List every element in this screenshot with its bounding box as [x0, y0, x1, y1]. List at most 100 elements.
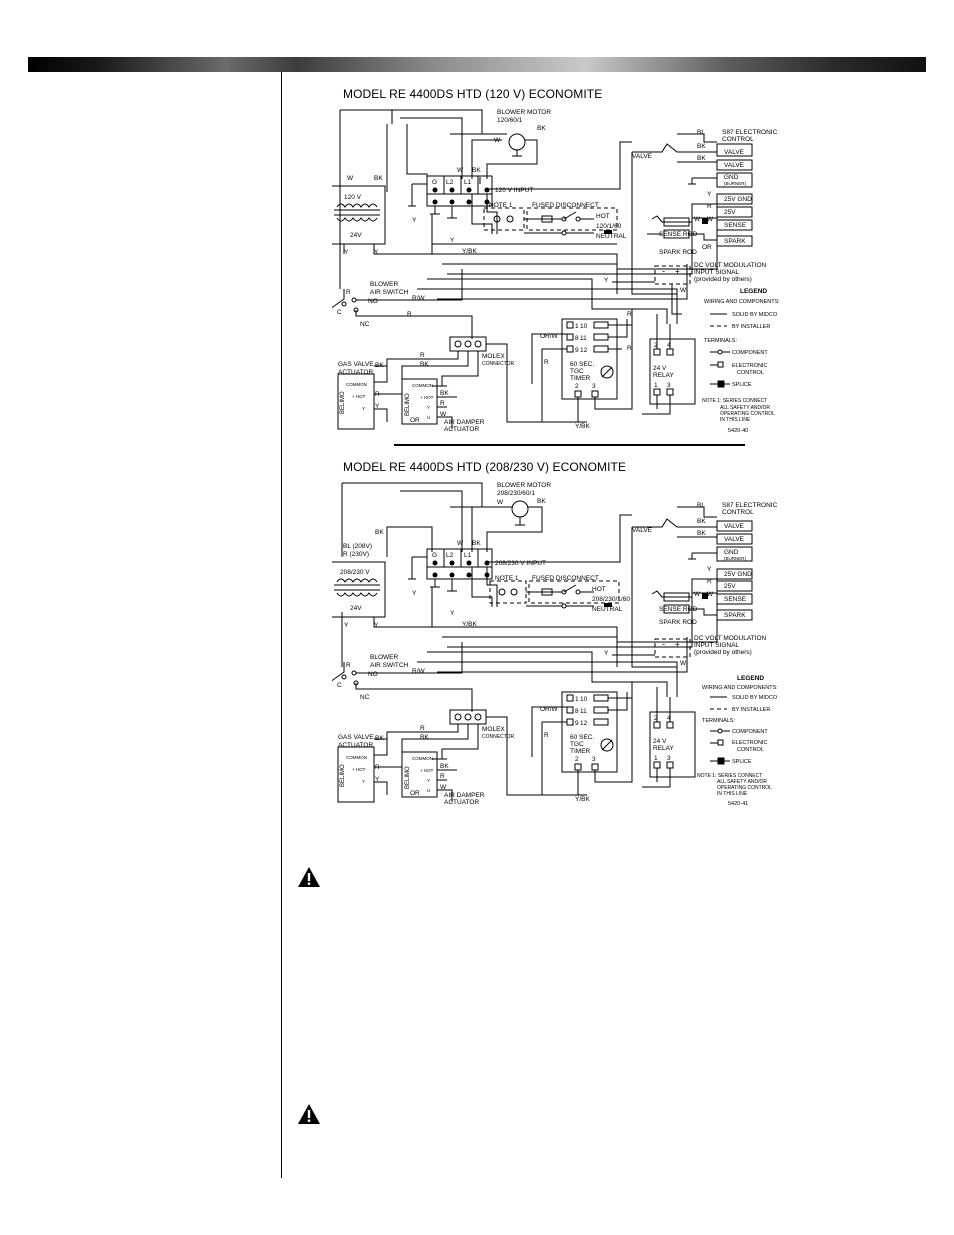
- transformer-secondary: 24V: [350, 605, 362, 612]
- wire-label: BK: [697, 530, 706, 537]
- terminal-25vgnd: 25V GND: [724, 571, 752, 578]
- wire-label: R: [627, 311, 632, 318]
- legend-electronic: CONTROL: [737, 370, 764, 376]
- legend-note: ALL SAFETY AND/OR: [720, 405, 770, 411]
- legend-note: NOTE 1: SERIES CONNECT: [702, 398, 767, 404]
- wire-label: R: [627, 345, 632, 352]
- wire-label: Y: [375, 776, 380, 783]
- input-label: 120 V INPUT: [495, 187, 533, 194]
- s87-label: CONTROL: [722, 136, 754, 143]
- legend-note: IN THIS LINE: [720, 417, 751, 423]
- c-label: C: [337, 309, 342, 316]
- wire-label: R: [346, 289, 351, 296]
- relay-term: 4: [667, 715, 671, 722]
- neutral-label: NEUTRAL: [596, 233, 627, 240]
- timer-term: 8: [575, 708, 579, 715]
- no-label: NO: [368, 671, 378, 678]
- relay-label: RELAY: [653, 745, 674, 752]
- dc-volt-label: DC VOLT MODULATION: [694, 635, 767, 642]
- no-label: NO: [368, 298, 378, 305]
- timer-label: 60 SEC.: [570, 734, 594, 741]
- wire-label: BK: [697, 518, 706, 525]
- wire-label: W: [457, 540, 464, 547]
- terminal-label: G: [432, 552, 437, 559]
- legend-note: OPERATING CONTROL: [717, 785, 772, 791]
- relay-term: 2: [654, 342, 658, 349]
- gas-y-term: Y: [362, 406, 365, 411]
- timer-term: 10: [580, 696, 588, 703]
- timer-term: 2: [575, 756, 579, 763]
- wire-label: W: [694, 591, 701, 598]
- terminal-label: G: [432, 179, 437, 186]
- gas-common-term: COMMON: [346, 755, 367, 760]
- wire-label: R: [375, 391, 380, 398]
- terminal-gnd: GND: [724, 174, 739, 181]
- wire-label: W: [680, 660, 687, 667]
- header-gradient-bar: [28, 57, 926, 72]
- wire-label: BL: [697, 129, 705, 136]
- terminal-sense: SENSE: [724, 222, 747, 229]
- wire-label: BK: [420, 361, 429, 368]
- terminal-spark: SPARK: [724, 612, 746, 619]
- timer-term: 1: [575, 323, 579, 330]
- wire-label: BK: [440, 763, 449, 770]
- wire-label: R: [707, 578, 712, 585]
- relay-label: 24 V: [653, 365, 667, 372]
- wire-label: R: [346, 662, 351, 669]
- timer-label: TIMER: [570, 375, 591, 382]
- wire-label: R: [440, 400, 445, 407]
- timer-term: 11: [580, 335, 587, 342]
- damper-common-term: COMMON: [412, 383, 433, 388]
- spark-rod-label: SPARK ROD: [659, 249, 697, 256]
- wire-label: BK: [375, 529, 384, 536]
- legend-terminals: TERMINALS:: [704, 338, 737, 344]
- wire-label: W: [440, 784, 447, 791]
- timer-label: TIMER: [570, 748, 591, 755]
- wire-label: Y: [375, 403, 380, 410]
- wire-label: Y: [344, 249, 349, 256]
- wire-label: Y: [412, 590, 417, 597]
- wire-label: R: [375, 764, 380, 771]
- damper-u-term: U: [427, 415, 430, 420]
- dc-volt-label: (provided by others): [694, 276, 752, 283]
- belimo-damper-label: BELIMO: [405, 393, 411, 416]
- air-damper-label: ACTUATOR: [444, 426, 479, 433]
- warning-triangle-icon: [298, 867, 320, 887]
- terminal-25vgnd: 25V GND: [724, 196, 752, 203]
- wire-label: OR/W: [540, 333, 559, 340]
- terminal-label: L1: [464, 179, 472, 186]
- fused-disconnect-label: FUSED DISCONNECT: [532, 575, 599, 582]
- wire-label: R: [707, 203, 712, 210]
- wire-label: OR/W: [540, 706, 559, 713]
- wire-label: W: [494, 137, 501, 144]
- legend-note: NOTE 1: SERIES CONNECT: [697, 773, 762, 779]
- s87-label: S87 ELECTRONIC: [722, 502, 778, 509]
- dc-plus: +: [675, 267, 680, 276]
- wire-label: W: [347, 175, 354, 182]
- timer-term: 10: [580, 323, 588, 330]
- wire-label: Y: [412, 217, 417, 224]
- legend-installer: BY INSTALLER: [732, 707, 770, 713]
- legend-wiring: WIRING AND COMPONENTS:: [702, 685, 778, 691]
- blower-switch-label: BLOWER: [370, 654, 398, 661]
- wire-label: Y: [707, 566, 712, 573]
- dc-volt-label: DC VOLT MODULATION: [694, 262, 767, 269]
- belimo-damper-label: BELIMO: [405, 766, 411, 789]
- molex-label: CONNECTOR: [482, 361, 515, 367]
- belimo-gas-label: BELIMO: [340, 764, 346, 787]
- transformer-secondary: 24V: [350, 232, 362, 239]
- note1-label: NOTE 1: [489, 202, 513, 209]
- dc-volt-label: INPUT SIGNAL: [694, 269, 739, 276]
- gas-common-term: COMMON: [346, 382, 367, 387]
- timer-term: 9: [575, 720, 579, 727]
- relay-term: 1: [654, 382, 658, 389]
- wire-label: BK: [420, 734, 429, 741]
- wire-label: BK: [375, 735, 384, 742]
- hot-label: HOT: [596, 213, 610, 220]
- damper-hot-term: + HOT: [420, 768, 434, 773]
- air-damper-label: AIR DAMPER: [444, 419, 485, 426]
- transformer-primary: 208/230 V: [340, 569, 370, 576]
- terminal-gnd: GND: [724, 549, 739, 556]
- valve-label: VALVE: [632, 153, 653, 160]
- wire-label: R: [544, 732, 549, 739]
